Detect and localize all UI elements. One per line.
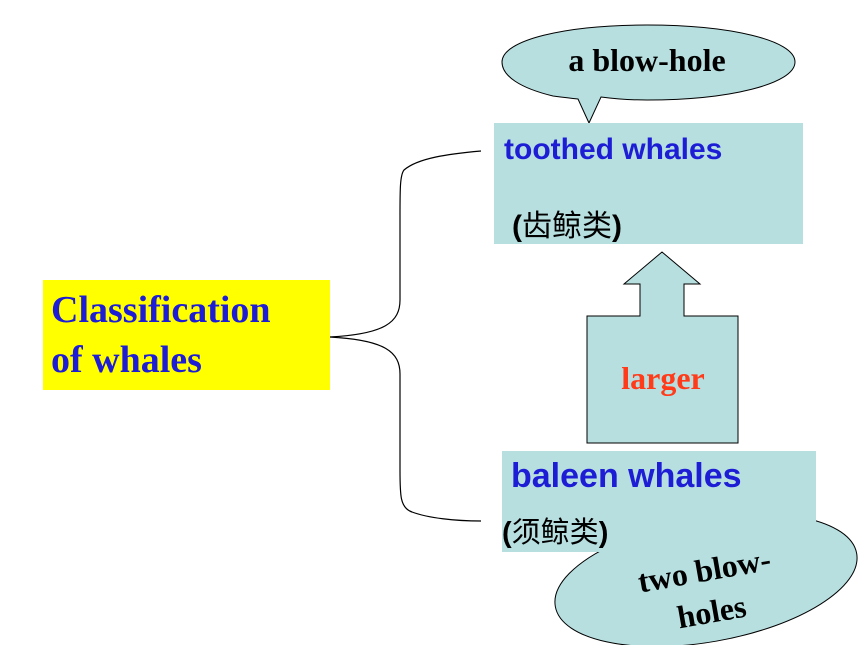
root-node: Classification of whales — [43, 280, 330, 390]
root-label-line1: Classification — [51, 289, 271, 331]
whale-classification-diagram: Classification of whales toothed whales … — [43, 24, 858, 645]
paren-close: ) — [612, 210, 622, 243]
baleen-whales-label: baleen whales — [511, 457, 742, 495]
paren-open: ( — [512, 210, 522, 243]
toothed-whales-label: toothed whales — [504, 133, 723, 166]
toothed-whales-chinese: (齿鲸类) — [512, 201, 622, 245]
paren-open: ( — [502, 517, 512, 549]
baleen-whales-node: baleen whales (须鲸类) — [502, 451, 816, 552]
baleen-whales-chinese-text: 须鲸类 — [511, 515, 599, 549]
toothed-whales-chinese-text: 齿鲸类 — [522, 209, 612, 244]
up-arrow — [586, 251, 739, 444]
toothed-whales-node: toothed whales (齿鲸类) — [494, 123, 803, 244]
baleen-whales-chinese: (须鲸类) — [502, 509, 608, 551]
callout-text-top: a blow-hole — [568, 42, 726, 78]
callout-bubble-top — [501, 24, 796, 125]
arrow-label: larger — [621, 360, 705, 396]
root-label-line2: of whales — [51, 339, 202, 381]
curly-brace — [329, 150, 482, 522]
paren-close: ) — [598, 517, 609, 549]
